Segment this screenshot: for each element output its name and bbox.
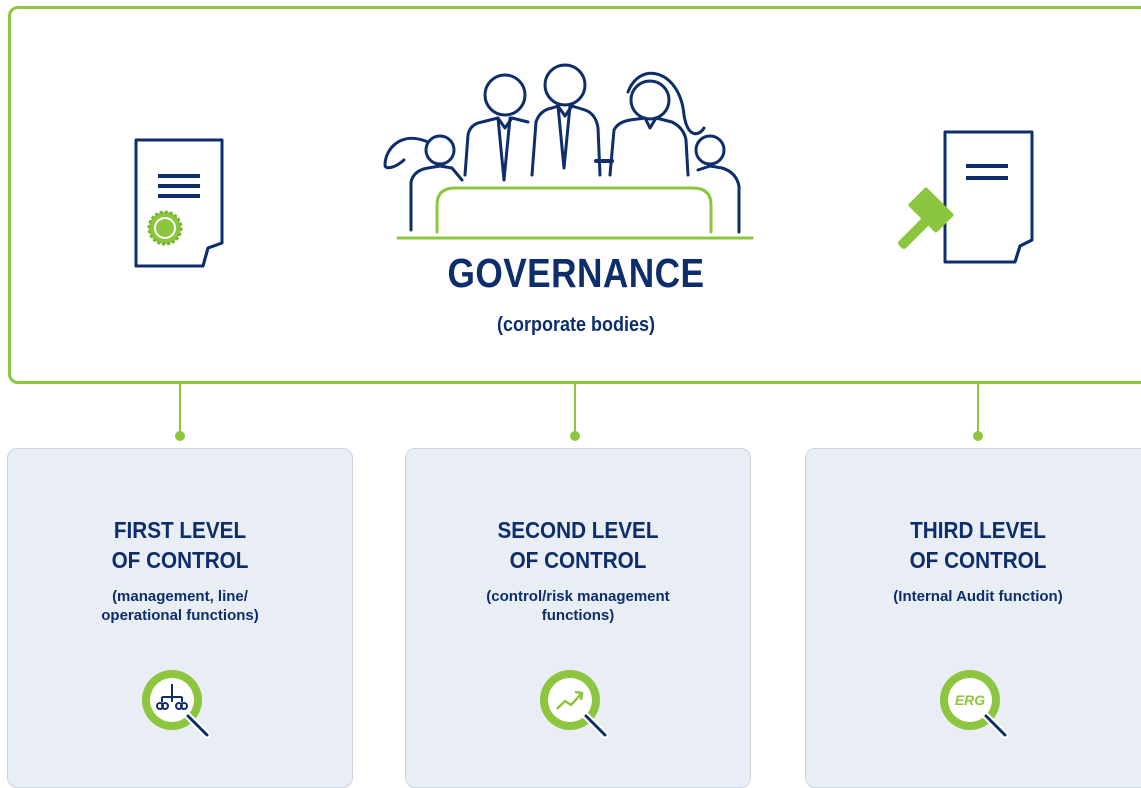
connector-dot-second [570,431,580,441]
third-level-card: THIRD LEVEL OF CONTROL (Internal Audit f… [805,448,1141,788]
governance-subtitle: (corporate bodies) [496,314,656,336]
connector-dot-third [973,431,983,441]
connector-line-first [179,384,181,434]
governance-title: GOVERNANCE [447,250,705,296]
gavel-document-icon [898,130,1034,264]
third-level-description: (Internal Audit function) [893,588,1063,605]
first-level-description: (management, line/ operational functions… [101,588,259,624]
org-chart-magnifier-icon [142,670,211,739]
third-level-title: THIRD LEVEL OF CONTROL [909,517,1047,573]
connector-dot-first [175,431,185,441]
erg-magnifier-icon: ERG [940,670,1009,739]
second-level-card: SECOND LEVEL OF CONTROL (control/risk ma… [405,448,751,788]
trend-magnifier-icon [540,670,609,739]
connector-line-second [574,384,576,434]
certificate-icon [134,138,224,268]
connector-line-third [977,384,979,434]
corporate-bodies-people-icon [383,63,754,240]
first-level-title: FIRST LEVEL OF CONTROL [111,517,249,573]
governance-illustrations [134,63,1034,268]
erg-logo-text: ERG [955,692,985,708]
first-level-card: FIRST LEVEL OF CONTROL (management, line… [7,448,353,788]
second-level-description: (control/risk management functions) [486,588,670,624]
second-level-title: SECOND LEVEL OF CONTROL [497,517,659,573]
